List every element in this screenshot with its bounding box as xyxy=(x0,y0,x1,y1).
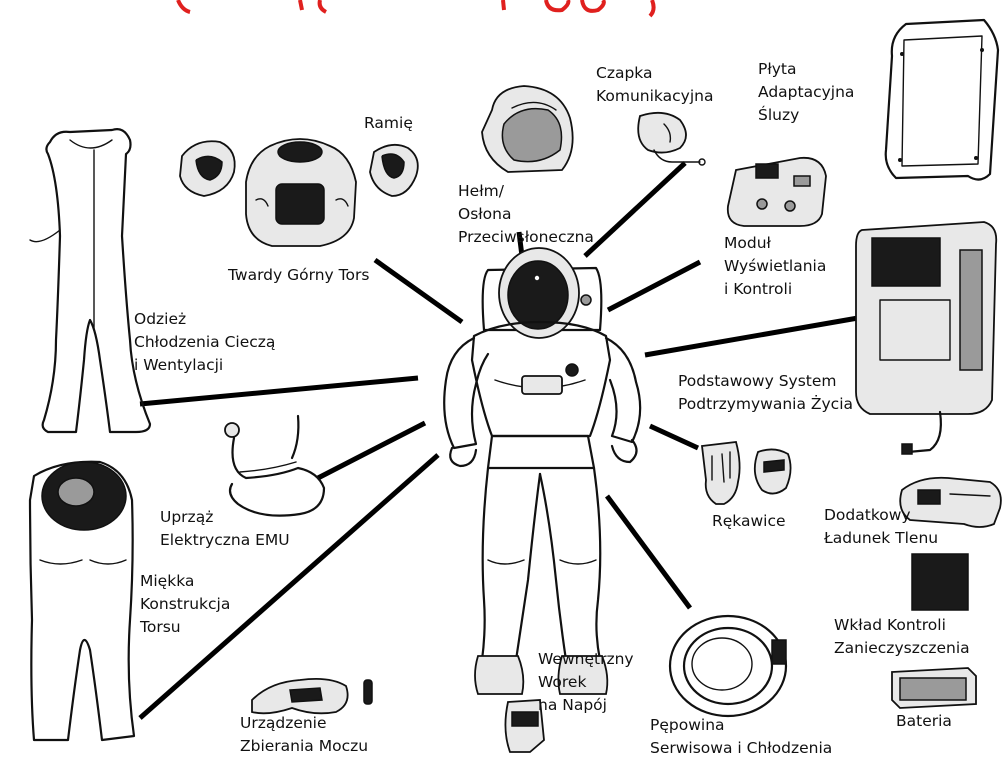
label-helm: Hełm/ Osłona Przeciwsłoneczna xyxy=(458,180,594,249)
leader-rekawice xyxy=(650,426,698,448)
pls-backpack-illustration xyxy=(856,222,996,454)
label-uprzaz: Uprząż Elektryczna EMU xyxy=(160,506,290,552)
helmet-visor-illustration xyxy=(482,86,573,172)
label-czapka: Czapka Komunikacyjna xyxy=(596,62,713,108)
label-dodatkowy: Dodatkowy Ładunek Tlenu xyxy=(824,504,938,550)
label-modul: Moduł Wyświetlania i Kontroli xyxy=(724,232,826,301)
soft-lower-torso-illustration xyxy=(30,462,134,740)
display-control-module-illustration xyxy=(728,158,826,226)
umbilical-illustration xyxy=(670,616,786,716)
leader-odziez xyxy=(140,378,418,404)
contaminant-cartridge-illustration xyxy=(912,554,968,610)
label-ramie: Ramię xyxy=(364,112,413,135)
cooling-garment-illustration xyxy=(30,129,150,432)
astronaut-emu-illustration xyxy=(444,248,640,694)
comm-cap-illustration xyxy=(638,113,705,165)
label-odziez: Odzież Chłodzenia Cieczą i Wentylacji xyxy=(134,308,275,377)
leader-czapka xyxy=(585,163,685,256)
label-gorny-tors: Twardy Górny Tors xyxy=(228,264,369,287)
airlock-adapter-plate-illustration xyxy=(886,20,998,180)
battery-illustration xyxy=(892,668,976,708)
leader-pepowina xyxy=(607,496,690,608)
leader-uprzaz xyxy=(318,423,425,478)
emu-harness-illustration xyxy=(225,416,324,516)
title-fragment xyxy=(178,0,654,16)
label-urzadzenie: Urządzenie Zbierania Moczu xyxy=(240,712,368,758)
label-worek: Wewnętrzny Worek na Napój xyxy=(538,648,634,717)
label-plyta: Płyta Adaptacyjna Śluzy xyxy=(758,58,854,127)
label-pepowina: Pępowina Serwisowa i Chłodzenia xyxy=(650,714,832,760)
gloves-illustration xyxy=(702,442,791,504)
label-rekawice: Rękawice xyxy=(712,510,786,533)
leader-gorny-tors xyxy=(375,260,462,322)
urine-collection-device-illustration xyxy=(252,679,372,713)
leader-modul xyxy=(608,262,700,310)
leader-pls xyxy=(645,318,858,355)
label-miekka: Miękka Konstrukcja Torsu xyxy=(140,570,230,639)
hard-upper-torso-illustration xyxy=(180,139,418,246)
label-pls: Podstawowy System Podtrzymywania Życia xyxy=(678,370,853,416)
label-bateria: Bateria xyxy=(896,710,952,733)
label-wklad: Wkład Kontroli Zanieczyszczenia xyxy=(834,614,970,660)
